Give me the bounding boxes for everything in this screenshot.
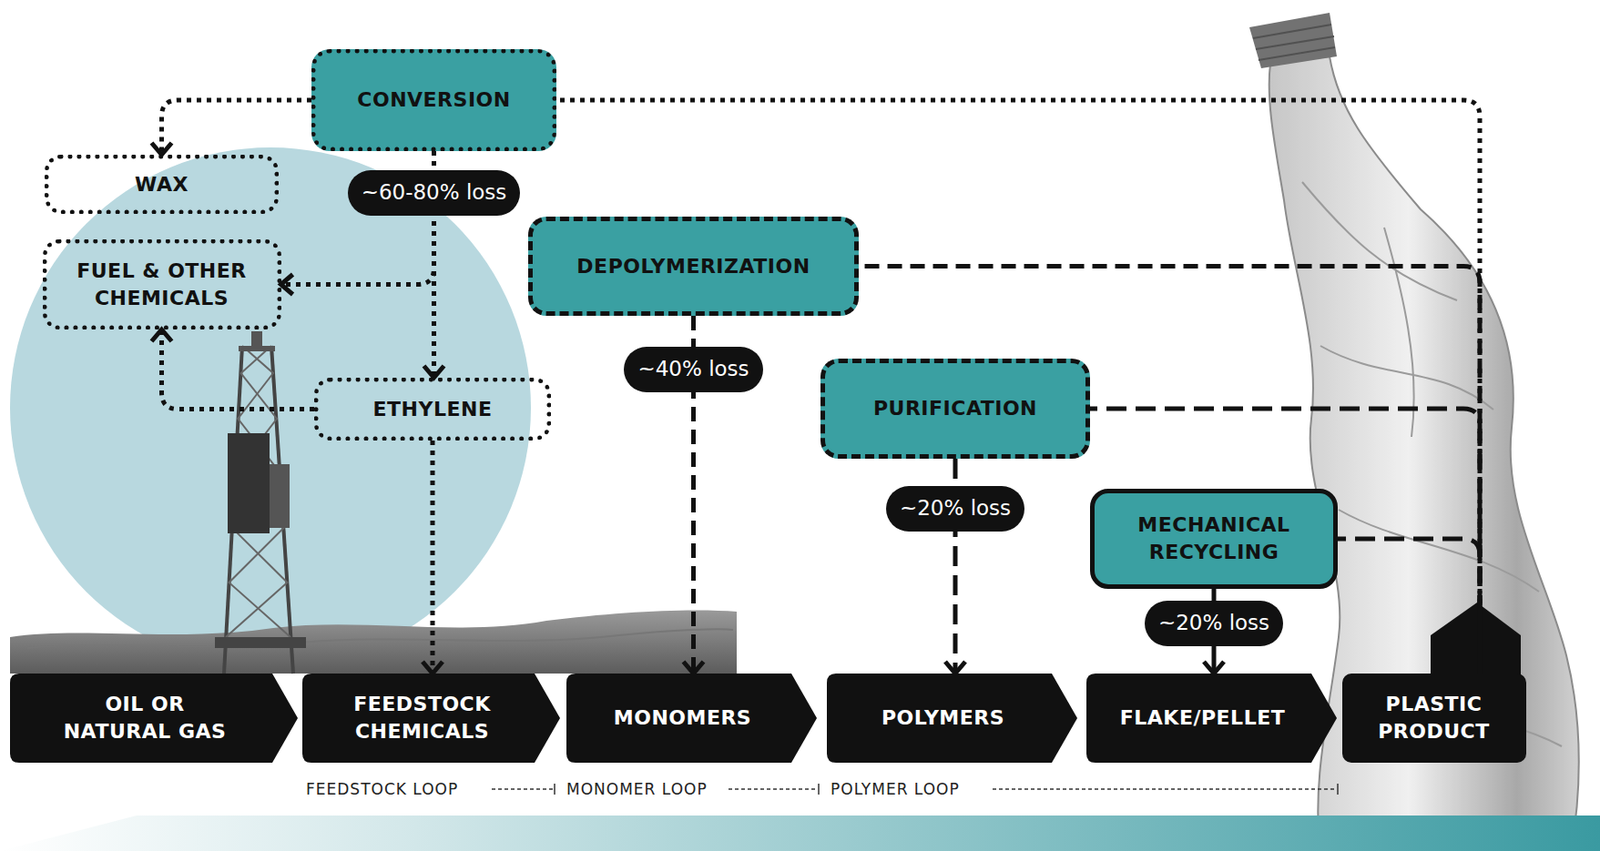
output-box: ETHYLENE	[314, 377, 551, 441]
connector	[152, 100, 313, 155]
node-text: MECHANICAL RECYCLING	[1109, 511, 1319, 566]
loop-separators-part	[817, 784, 820, 795]
loop-label: FEEDSTOCK LOOP	[305, 780, 459, 799]
arrow-head	[152, 329, 173, 342]
connector	[152, 329, 316, 410]
loss-label: ~20% loss	[1144, 601, 1284, 647]
process-box: PURIFICATION	[820, 358, 1091, 459]
loop-separators-part	[728, 788, 818, 791]
connector	[556, 100, 1480, 674]
landscape-texture	[27, 629, 734, 649]
stage-arrow: FEEDSTOCK CHEMICALS	[302, 673, 561, 764]
plastic-bottle-part	[1302, 182, 1562, 747]
arrow-head	[422, 662, 443, 674]
loop-separators-part	[491, 788, 554, 791]
node-text: POLYMERS	[881, 704, 1005, 733]
background-circle	[10, 147, 531, 669]
loop-label: POLYMER LOOP	[830, 780, 960, 799]
connector	[858, 266, 1480, 675]
chevron-fill	[302, 673, 561, 764]
process-box: DEPOLYMERIZATION	[528, 216, 859, 316]
oil-rig-part	[214, 637, 306, 649]
arrow-head	[152, 142, 173, 155]
stage-arrow: MONOMERS	[566, 673, 817, 764]
node-text: FLAKE/PELLET	[1120, 704, 1285, 733]
loop-separators-part	[553, 784, 556, 795]
product-tab	[1430, 602, 1521, 676]
product-box: PLASTIC PRODUCT	[1342, 673, 1527, 764]
connector	[1090, 408, 1480, 674]
loss-label: ~60-80% loss	[347, 170, 521, 216]
connector-line	[162, 329, 316, 410]
node-text: CONVERSION	[356, 86, 510, 114]
oil-rig-part	[238, 346, 276, 352]
arrow-head	[945, 662, 966, 674]
connector-line	[858, 266, 1480, 675]
stage-arrow: FLAKE/PELLET	[1086, 673, 1337, 764]
chevron-fill	[566, 673, 817, 764]
loss-label: ~40% loss	[623, 346, 763, 393]
node-text: DEPOLYMERIZATION	[576, 253, 810, 281]
oil-rig-part	[269, 464, 290, 529]
chevron-shape	[302, 673, 561, 764]
chevron-fill	[1086, 673, 1337, 764]
oil-rig-part	[251, 331, 263, 347]
chevron-fill	[10, 673, 298, 764]
loss-label: ~20% loss	[886, 486, 1025, 532]
node-text: FEEDSTOCK CHEMICALS	[324, 691, 520, 745]
connector	[1337, 539, 1480, 674]
process-box: MECHANICAL RECYCLING	[1090, 489, 1338, 590]
node-text: ETHYLENE	[373, 396, 493, 424]
connector-line	[162, 100, 313, 155]
connector-line	[556, 100, 1480, 674]
connector	[422, 440, 443, 674]
loop-label: MONOMER LOOP	[566, 780, 708, 799]
output-box: WAX	[44, 154, 279, 215]
connector-line	[430, 440, 436, 674]
bottom-band	[0, 815, 1600, 851]
output-box: FUEL & OTHER CHEMICALS	[42, 239, 282, 330]
loop-separators-part	[992, 788, 1337, 791]
arrow-head	[1203, 662, 1224, 674]
node-text: WAX	[134, 171, 189, 199]
plastic-bottle-part	[1253, 24, 1336, 61]
oil-rig-part	[227, 433, 270, 534]
stage-arrow: POLYMERS	[826, 673, 1078, 764]
node-text: PLASTIC PRODUCT	[1356, 691, 1512, 745]
node-text: MONOMERS	[613, 704, 752, 733]
loop-separators-part	[1336, 784, 1339, 795]
oil-rig	[214, 331, 306, 674]
node-text: PURIFICATION	[873, 395, 1038, 423]
landscape	[10, 610, 737, 674]
arrow-head	[281, 275, 294, 296]
chevron-fill	[826, 673, 1078, 764]
arrow-head	[424, 366, 445, 378]
chevron-shape	[10, 673, 298, 764]
arrow-head	[683, 662, 704, 674]
connector-line	[1337, 539, 1480, 674]
plastic-bottle-part	[1249, 12, 1337, 69]
node-text: OIL OR NATURAL GAS	[53, 691, 236, 745]
stage-arrow: OIL OR NATURAL GAS	[10, 673, 298, 764]
connector-line	[1090, 408, 1480, 674]
process-box: CONVERSION	[311, 49, 557, 152]
node-text: FUEL & OTHER CHEMICALS	[61, 257, 263, 312]
